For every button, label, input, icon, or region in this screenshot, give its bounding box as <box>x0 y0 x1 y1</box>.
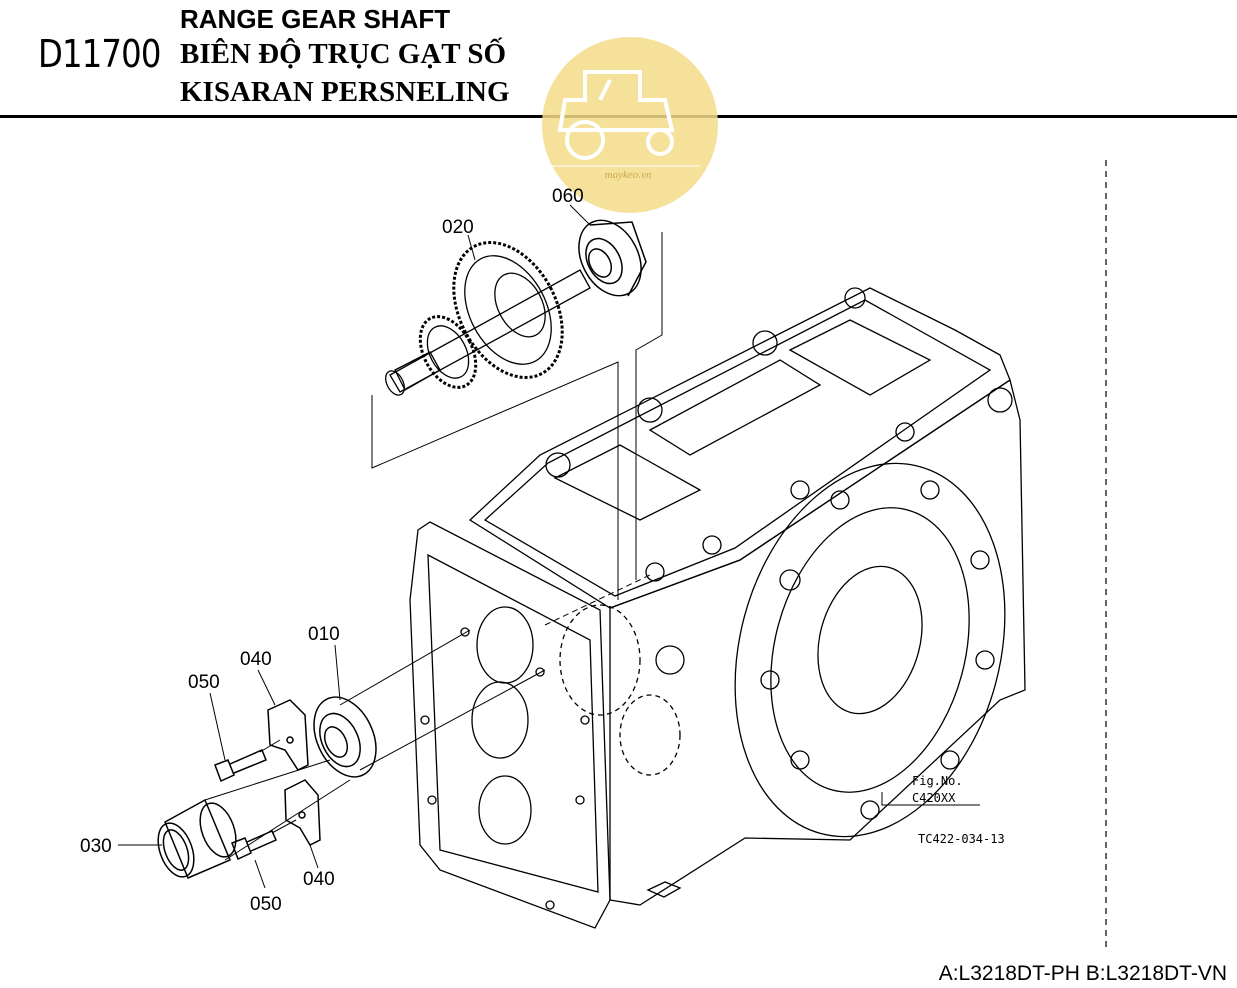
callout-060: 060 <box>552 186 584 207</box>
callout-040-lower: 040 <box>303 869 335 890</box>
transmission-case <box>409 287 1026 929</box>
callout-010: 010 <box>308 624 340 645</box>
shaft-projection-lines <box>371 232 663 600</box>
assembly-guide-lines <box>204 574 651 861</box>
callout-050-lower: 050 <box>250 894 282 915</box>
bolt-050-lower <box>231 830 277 861</box>
watermark-logo: maykeo.vn <box>542 37 718 213</box>
ball-bearing-060 <box>578 219 647 297</box>
title-indonesian: KISARAN PERSNELING <box>180 76 510 108</box>
callout-020: 020 <box>442 217 474 238</box>
part-group-code: D11700 <box>38 32 161 76</box>
callout-040-upper: 040 <box>240 649 272 670</box>
title-english: RANGE GEAR SHAFT <box>180 4 451 34</box>
fig-label: Fig.No. <box>912 774 963 788</box>
bolt-050-upper <box>214 749 267 783</box>
model-applicability: A:L3218DT-PH B:L3218DT-VN <box>938 962 1227 985</box>
title-vietnamese: BIÊN ĐỘ TRỤC GẠT SỐ <box>180 38 507 70</box>
watermark-text: maykeo.vn <box>605 169 652 181</box>
bearing-010 <box>313 696 377 778</box>
callout-030: 030 <box>80 836 112 857</box>
retainer-plate-040-upper <box>267 699 309 771</box>
callout-leaders <box>118 204 980 889</box>
tractor-logo-icon <box>557 70 675 160</box>
callout-050-upper: 050 <box>188 672 220 693</box>
fig-number: C420XX <box>912 791 956 805</box>
range-gear-shaft-020 <box>385 241 591 396</box>
sleeve-030 <box>157 798 237 879</box>
retainer-plate-040-lower <box>284 779 321 846</box>
drawing-reference: TC422-034-13 <box>918 832 1005 846</box>
